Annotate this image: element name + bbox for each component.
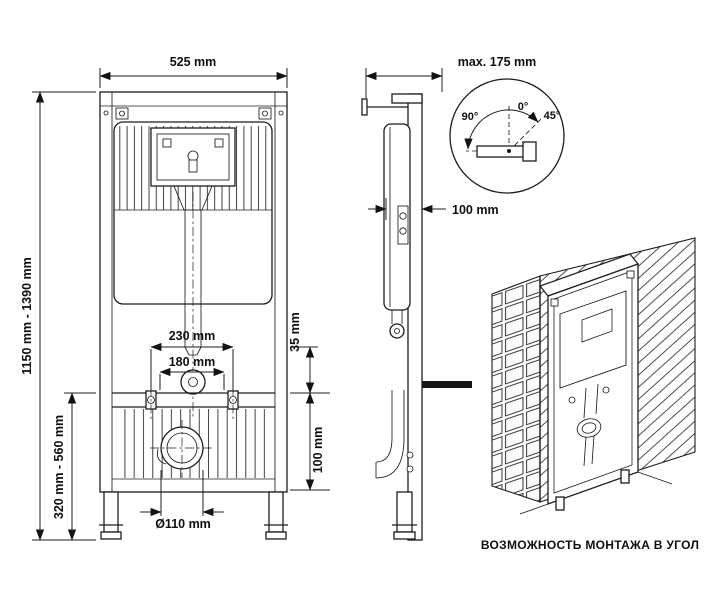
rail-bolt-lower (406, 465, 414, 473)
anchor-right (258, 107, 272, 120)
tiled-wall-left (491, 275, 541, 503)
dim-label-flush-offset: 35 mm (288, 312, 302, 352)
dim-label-drain-diameter: Ø110 mm (155, 517, 211, 531)
flush-plate-iso (581, 308, 613, 343)
dim-label-bolt-narrow: 180 mm (169, 355, 216, 369)
drain-iso-inner (581, 422, 597, 434)
foot-right (265, 531, 287, 540)
rail-screw-right (278, 110, 284, 116)
frame-front-inner (553, 270, 633, 494)
dim-label-total-height: 1150 mm - 1390 mm (20, 257, 34, 374)
rail-bolt-upper (406, 451, 414, 459)
flush-valve-icon (187, 150, 199, 162)
anchor-iso-right (626, 270, 635, 279)
corner-caption: ВОЗМОЖНОСТЬ МОНТАЖА В УГОЛ (481, 538, 699, 552)
leg-side (396, 491, 413, 533)
flush-bend-pipe (476, 145, 526, 158)
dim-label-inlet-offset: 100 mm (452, 203, 499, 217)
leg-left (103, 491, 119, 533)
rotation-arrow-icon (156, 448, 167, 465)
extension-lines-bolt-narrow (159, 374, 225, 390)
angle-label-0: 0° (518, 101, 529, 113)
corner-view: ВОЗМОЖНОСТЬ МОНТАЖА В УГОЛ (481, 237, 699, 552)
angle-label-90: 90° (462, 111, 479, 123)
flush-elbow (180, 369, 206, 395)
rotation-arc (464, 109, 539, 150)
drain-iso (576, 418, 602, 438)
side-view: max. 175 mm 100 mm (361, 55, 537, 541)
flush-elbow-inner (188, 377, 198, 387)
anchor-left-hole (119, 110, 125, 117)
bolt-iso-left (568, 396, 576, 404)
dim-label-drain-offset: 100 mm (311, 427, 325, 474)
pivot-point (507, 149, 511, 153)
detail-circle (449, 78, 565, 194)
anchor-right-hole (262, 110, 268, 117)
foot-iso-right (620, 469, 630, 484)
inlet-connector-inner (394, 328, 400, 334)
rail-screw-left (103, 110, 109, 116)
fixing-bracket (397, 205, 409, 245)
wall-anchor-cap (361, 98, 368, 116)
flush-funnel (173, 185, 213, 211)
angle-reference-lines (466, 106, 542, 152)
flush-pipe-iso (583, 383, 599, 419)
extension-lines-width (99, 68, 288, 88)
inlet-pipe (391, 310, 403, 324)
flush-valve-stem (188, 159, 198, 173)
frame-outline (99, 91, 288, 493)
foot-iso-left (555, 496, 565, 511)
wall-finish-level-bar (422, 381, 472, 388)
floor-lines (519, 471, 673, 515)
bolt-iso-right (602, 386, 610, 394)
foot-side (393, 531, 416, 540)
fixing-bolt-lower (399, 227, 407, 235)
inlet-connector (389, 323, 405, 339)
top-bracket (391, 93, 423, 104)
foot-left (100, 531, 122, 540)
drain-elbow-side (375, 390, 405, 479)
cistern-side (383, 123, 411, 311)
anchor-left (115, 107, 129, 120)
angle-label-45: 45° (544, 110, 561, 122)
flush-unit-tab-right (214, 138, 224, 148)
dim-label-depth: max. 175 mm (458, 55, 537, 69)
dim-label-width: 525 mm (170, 55, 217, 69)
leg-right (268, 491, 284, 533)
fixing-bolt-upper (399, 212, 407, 220)
dim-label-lower-height: 320 mm - 560 mm (52, 415, 66, 519)
front-view: 525 mm 1150 mm - 1390 mm 320 mm - 560 mm (20, 55, 330, 541)
dim-label-bolt-wide: 230 mm (169, 329, 216, 343)
flush-bend-connector (522, 141, 537, 162)
anchor-iso-left (550, 298, 559, 307)
drain-pipe-iso (583, 435, 595, 467)
flush-unit-tab-left (162, 138, 172, 148)
rotation-detail: 90° 0° 45° (449, 78, 565, 194)
